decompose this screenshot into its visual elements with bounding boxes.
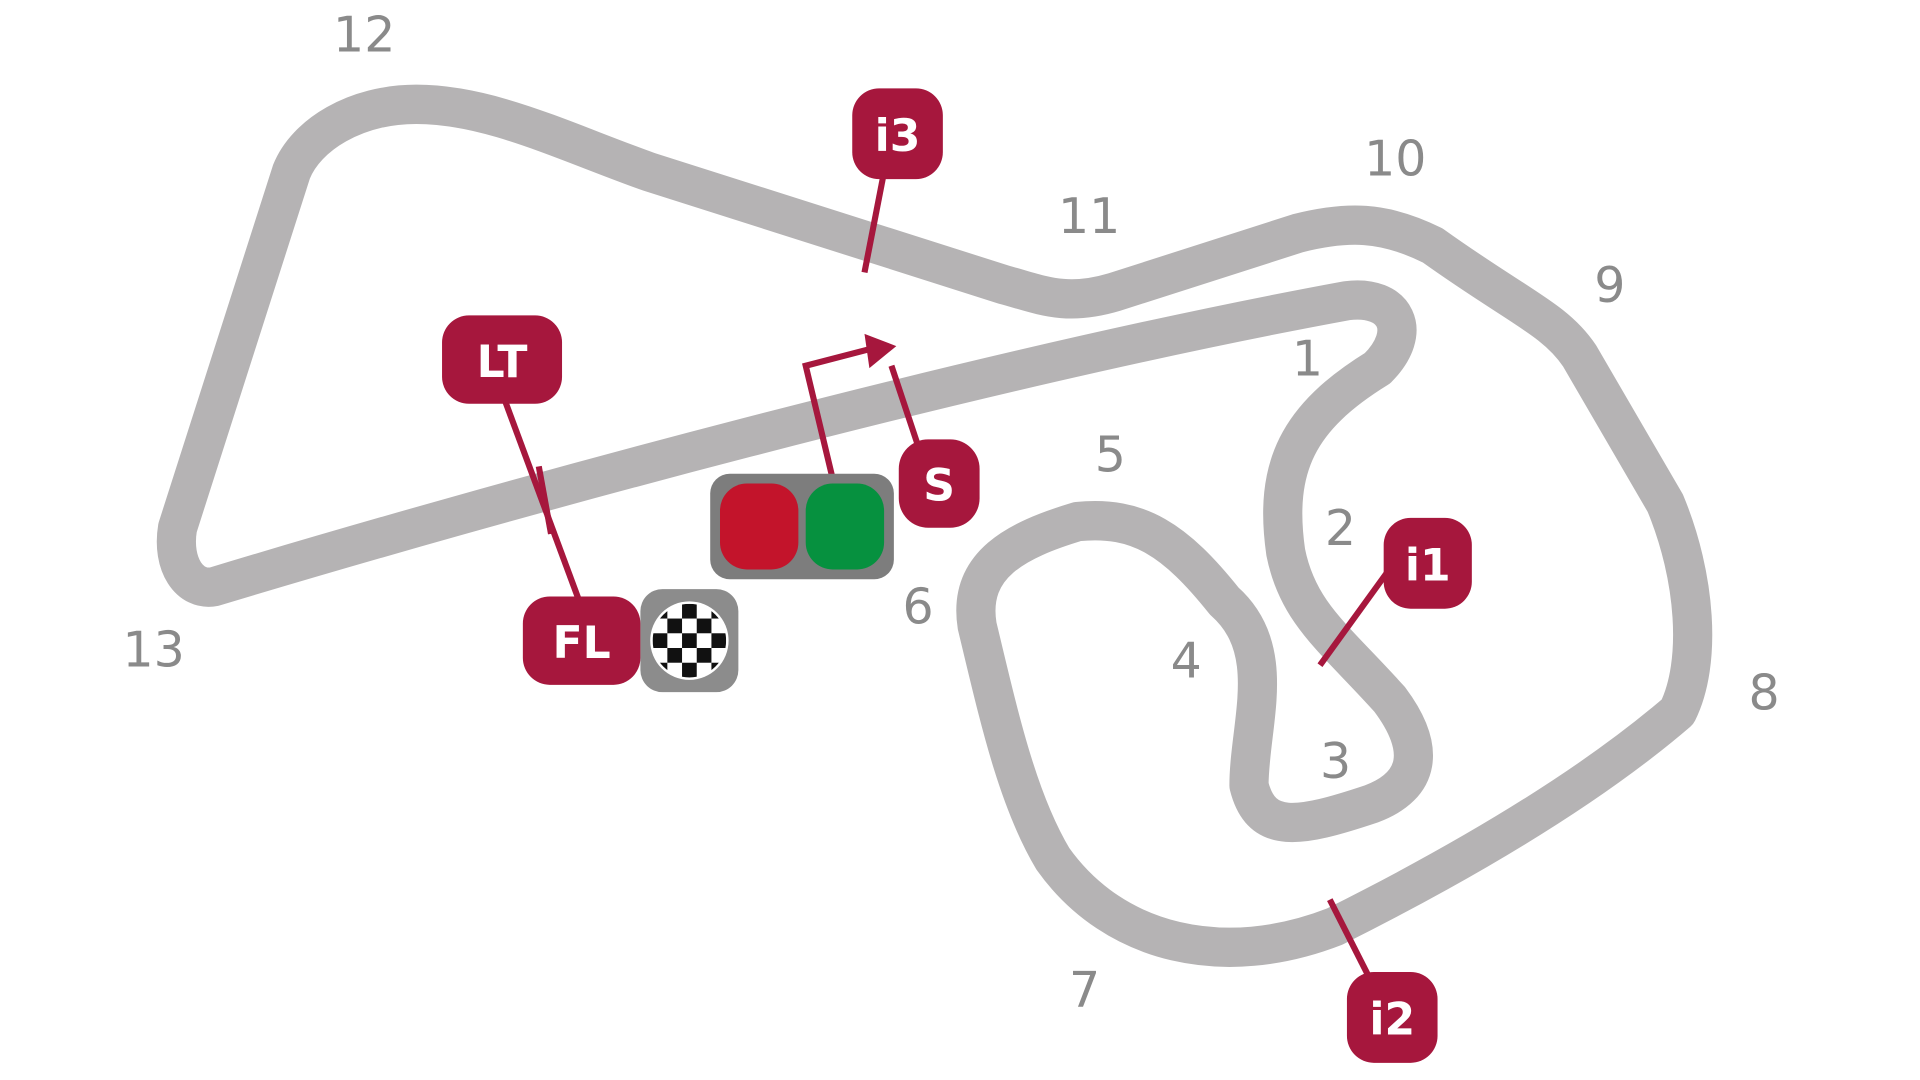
turn-13: 13 <box>122 620 184 678</box>
marker-i1: i1 <box>1383 517 1472 609</box>
turn-7: 7 <box>1069 960 1100 1018</box>
turn-10: 10 <box>1364 129 1426 187</box>
svg-text:i3: i3 <box>875 111 921 162</box>
marker-lt: LT <box>442 315 563 404</box>
svg-text:i2: i2 <box>1369 995 1415 1046</box>
svg-text:S: S <box>923 461 955 512</box>
track <box>156 84 1713 967</box>
marker-s: S <box>898 439 980 528</box>
turn-8: 8 <box>1749 663 1780 721</box>
turn-2: 2 <box>1325 499 1356 557</box>
chequered-flag-icon <box>640 589 739 693</box>
turn-6: 6 <box>902 577 933 635</box>
turn-3: 3 <box>1320 732 1351 790</box>
turn-1: 1 <box>1292 329 1323 387</box>
turn-12: 12 <box>333 5 395 63</box>
marker-fl: FL <box>522 596 641 685</box>
svg-text:FL: FL <box>553 618 611 669</box>
start-direction-arrow-icon <box>864 333 897 369</box>
marker-i3: i3 <box>852 88 943 180</box>
marker-i2: i2 <box>1346 972 1438 1063</box>
turn-5: 5 <box>1095 425 1126 483</box>
turn-11: 11 <box>1058 187 1120 245</box>
svg-text:LT: LT <box>477 337 528 388</box>
start-lights-icon <box>710 473 894 580</box>
turn-4: 4 <box>1171 631 1202 689</box>
svg-text:i1: i1 <box>1405 540 1451 591</box>
turn-9: 9 <box>1594 256 1625 314</box>
